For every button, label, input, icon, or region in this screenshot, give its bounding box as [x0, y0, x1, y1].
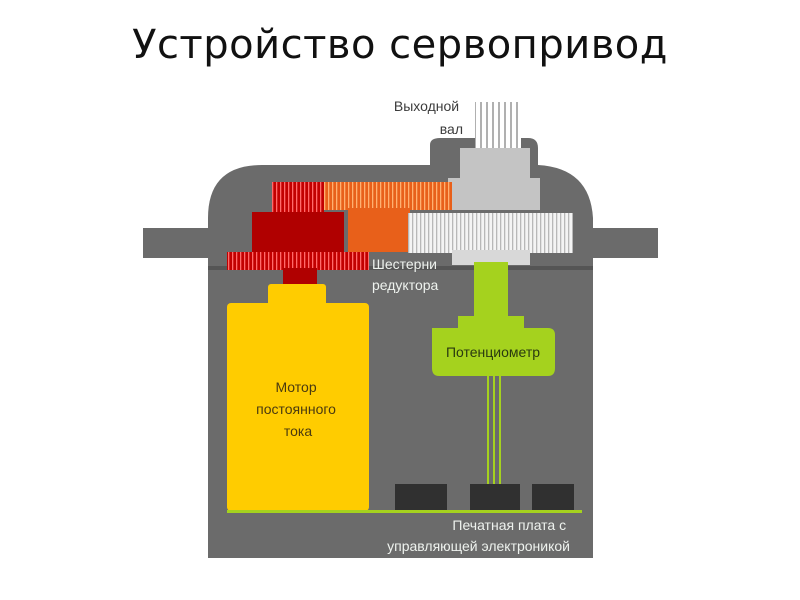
motor-neck — [268, 284, 326, 306]
motor-body — [227, 303, 369, 511]
pcb-label: Печатная плата с управляющей электронико… — [387, 517, 570, 554]
mount-ear-left — [143, 228, 213, 258]
gear-red-mid — [252, 212, 344, 254]
potentiometer-body — [432, 316, 555, 376]
pcb-board — [227, 510, 582, 513]
gear-orange-top — [322, 182, 452, 210]
gear-white — [408, 213, 573, 253]
gears-label: Шестерни редуктора — [372, 256, 441, 293]
gear-white-hub — [452, 250, 530, 265]
pcb-chip-3 — [532, 484, 574, 511]
pcb-chip-1 — [395, 484, 447, 511]
output-shaft-neck — [460, 148, 530, 180]
output-shaft-label-line-1: Выходной — [394, 98, 459, 114]
output-shaft-spline — [475, 102, 521, 150]
gears-label-line-2: редуктора — [372, 277, 439, 293]
output-shaft-label: Выходной вал — [394, 98, 463, 137]
housing-seam — [208, 266, 593, 270]
motor-label-line-3: тока — [284, 423, 312, 439]
gear-red-bottom — [227, 252, 369, 270]
gear-orange-hub — [348, 208, 410, 252]
page-title: Устройство сервопривод — [132, 22, 668, 68]
motor-label-line-2: постоянного — [256, 401, 336, 417]
pcb-label-line-2: управляющей электроникой — [387, 538, 570, 554]
gears-label-line-1: Шестерни — [372, 256, 437, 272]
gear-red-top — [272, 182, 324, 214]
pcb-chip-2 — [470, 484, 520, 511]
motor-label-line-1: Мотор — [275, 379, 316, 395]
output-shaft-collar — [448, 178, 540, 210]
output-shaft-label-line-2: вал — [440, 121, 463, 137]
pcb-label-line-1: Печатная плата с — [452, 517, 566, 533]
motor-shaft — [283, 268, 317, 286]
potentiometer-label: Потенциометр — [446, 344, 540, 360]
mount-ear-right — [590, 228, 658, 258]
motor-label: Мотор постоянного тока — [256, 379, 340, 439]
potentiometer-shaft — [474, 262, 508, 320]
